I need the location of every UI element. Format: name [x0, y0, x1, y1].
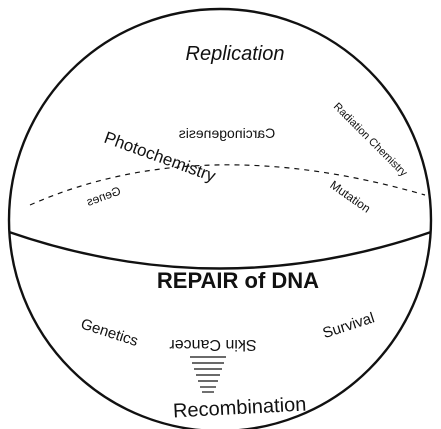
carcinogenesis-label: Carcinogenesis — [179, 125, 276, 141]
recombination-label: Recombination — [172, 394, 306, 423]
replication-label: Replication — [186, 43, 285, 65]
sphere-outline — [9, 9, 431, 429]
genes-label: Genes — [85, 184, 123, 209]
genetics-label: Genetics — [79, 315, 141, 349]
mutation-label: Mutation — [327, 178, 373, 216]
radiation-chemistry-label: Radiation Chemistry — [331, 101, 410, 180]
equator-front-line — [9, 232, 431, 269]
survival-label: Survival — [321, 309, 377, 342]
skin-cancer-label: Skin Cancer — [169, 336, 257, 353]
repair-of-dna-label: REPAIR of DNA — [157, 268, 319, 293]
funnel-lines — [190, 357, 226, 392]
